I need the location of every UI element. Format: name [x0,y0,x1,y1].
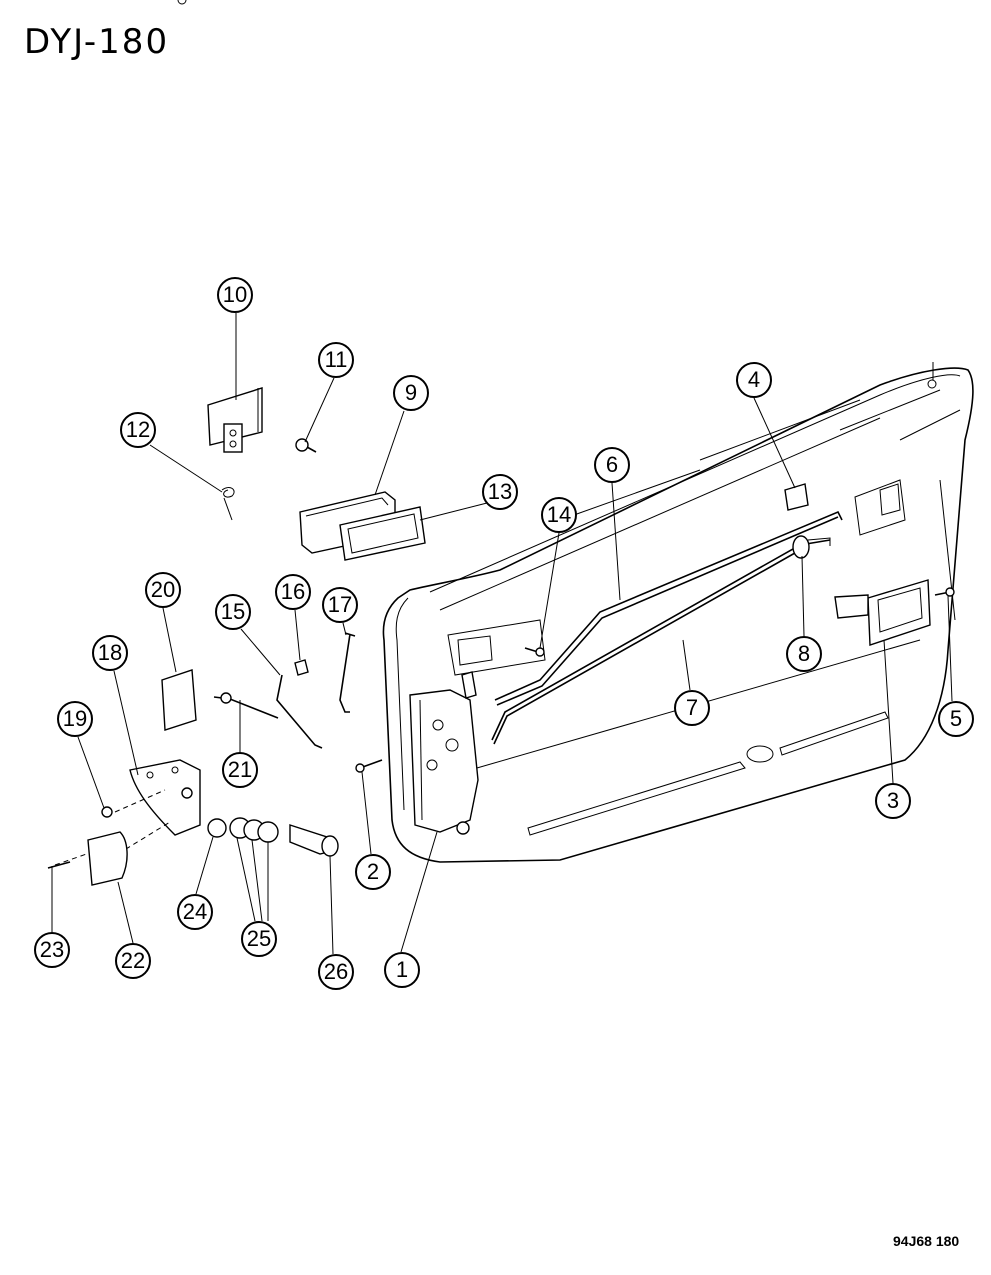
callout-15[interactable]: 15 [215,594,251,630]
callout-5[interactable]: 5 [938,701,974,737]
callout-23[interactable]: 23 [34,932,70,968]
callout-4[interactable]: 4 [736,362,772,398]
callout-label: 5 [949,706,963,731]
callout-24[interactable]: 24 [177,894,213,930]
callout-1[interactable]: 1 [384,952,420,988]
callout-19[interactable]: 19 [57,701,93,737]
callout-label: 16 [280,579,306,604]
callout-16[interactable]: 16 [275,574,311,610]
callout-20[interactable]: 20 [145,572,181,608]
callout-9[interactable]: 9 [393,375,429,411]
callout-label: 17 [327,592,353,617]
diagram-title: DYJ-180 [24,22,170,62]
callout-label: 15 [220,599,246,624]
callout-label: 1 [395,957,409,982]
callout-label: 12 [125,417,151,442]
callout-21[interactable]: 21 [222,752,258,788]
callout-3[interactable]: 3 [875,783,911,819]
callout-label: 20 [150,577,176,602]
callout-label: 19 [62,706,88,731]
callout-label: 11 [324,347,348,372]
linkage-rods [491,510,843,745]
callout-label: 26 [323,959,349,984]
callout-2[interactable]: 2 [355,854,391,890]
callout-label: 23 [39,937,65,962]
callout-label: 18 [97,640,123,665]
callout-22[interactable]: 22 [115,943,151,979]
callout-17[interactable]: 17 [322,587,358,623]
inside-handle [834,579,955,646]
callout-label: 4 [747,367,761,392]
hinge [207,387,317,521]
callout-label: 25 [246,926,272,951]
callout-14[interactable]: 14 [541,497,577,533]
callout-label: 10 [222,282,248,307]
callout-13[interactable]: 13 [482,474,518,510]
callout-6[interactable]: 6 [594,447,630,483]
callout-label: 14 [546,502,572,527]
callout-26[interactable]: 26 [318,954,354,990]
callout-label: 13 [487,479,513,504]
striker-parts [161,0,356,749]
callout-label: 2 [366,859,380,884]
latch-assembly [409,671,479,835]
callout-label: 7 [685,695,699,720]
callout-10[interactable]: 10 [217,277,253,313]
callout-25[interactable]: 25 [241,921,277,957]
clip-part [784,483,809,511]
callout-8[interactable]: 8 [786,636,822,672]
callout-label: 8 [797,641,811,666]
figure-code: 94J68 180 [893,1233,960,1249]
outside-handle [299,491,426,561]
callout-label: 9 [404,380,418,405]
leader-lines [51,313,953,955]
callout-12[interactable]: 12 [120,412,156,448]
callout-label: 21 [227,757,253,782]
callout-label: 6 [605,452,619,477]
callout-label: 3 [886,788,900,813]
door-check-parts [47,759,339,886]
callout-18[interactable]: 18 [92,635,128,671]
callout-11[interactable]: 11 [318,342,354,378]
callout-7[interactable]: 7 [674,690,710,726]
callout-label: 22 [120,948,146,973]
callout-label: 24 [182,899,208,924]
